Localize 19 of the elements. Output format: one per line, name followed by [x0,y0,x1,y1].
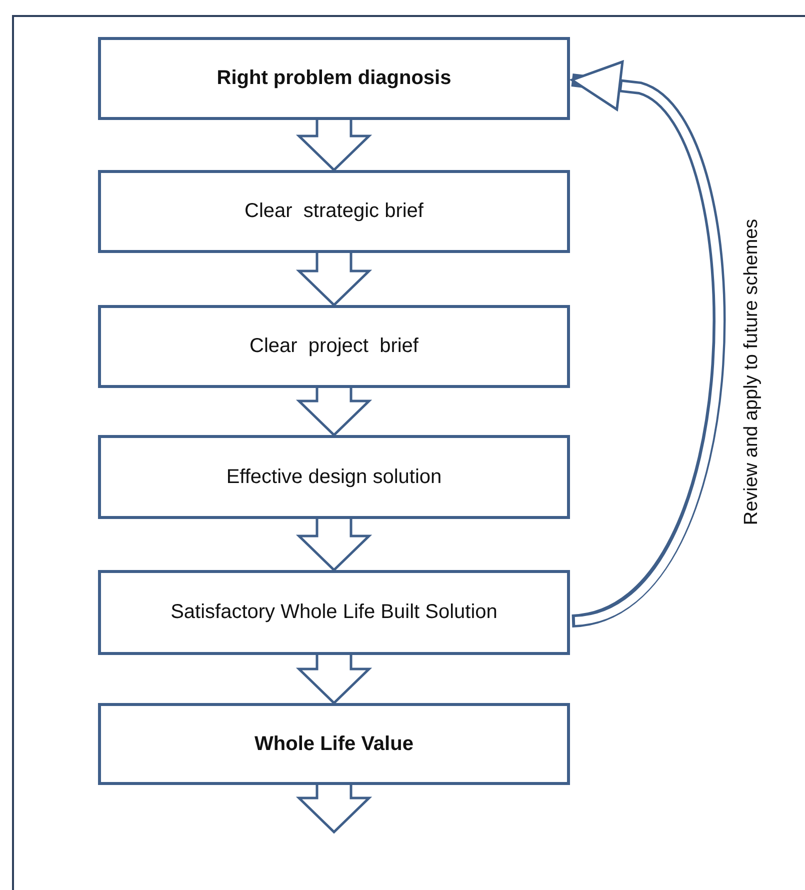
process-box [98,703,570,785]
box-text: Effective design solution [226,466,442,488]
box-text: Satisfactory Whole Life Built Solution [170,601,498,624]
process-box [98,435,570,519]
process-box [98,170,570,253]
process-box [98,570,570,655]
curved-arrow [570,60,726,628]
block-arrow [296,784,372,834]
block-arrow [296,518,372,572]
box-text: Whole Life Value [254,732,414,756]
block-arrow [296,654,372,705]
block-arrow [296,386,372,437]
block-arrow [296,252,372,307]
process-box [98,305,570,388]
block-arrow [296,118,372,172]
box-text: Right problem diagnosis [216,67,452,90]
process-box [98,37,570,120]
box-text: Clear project brief [250,335,418,358]
box-text: Clear strategic brief [244,200,424,223]
